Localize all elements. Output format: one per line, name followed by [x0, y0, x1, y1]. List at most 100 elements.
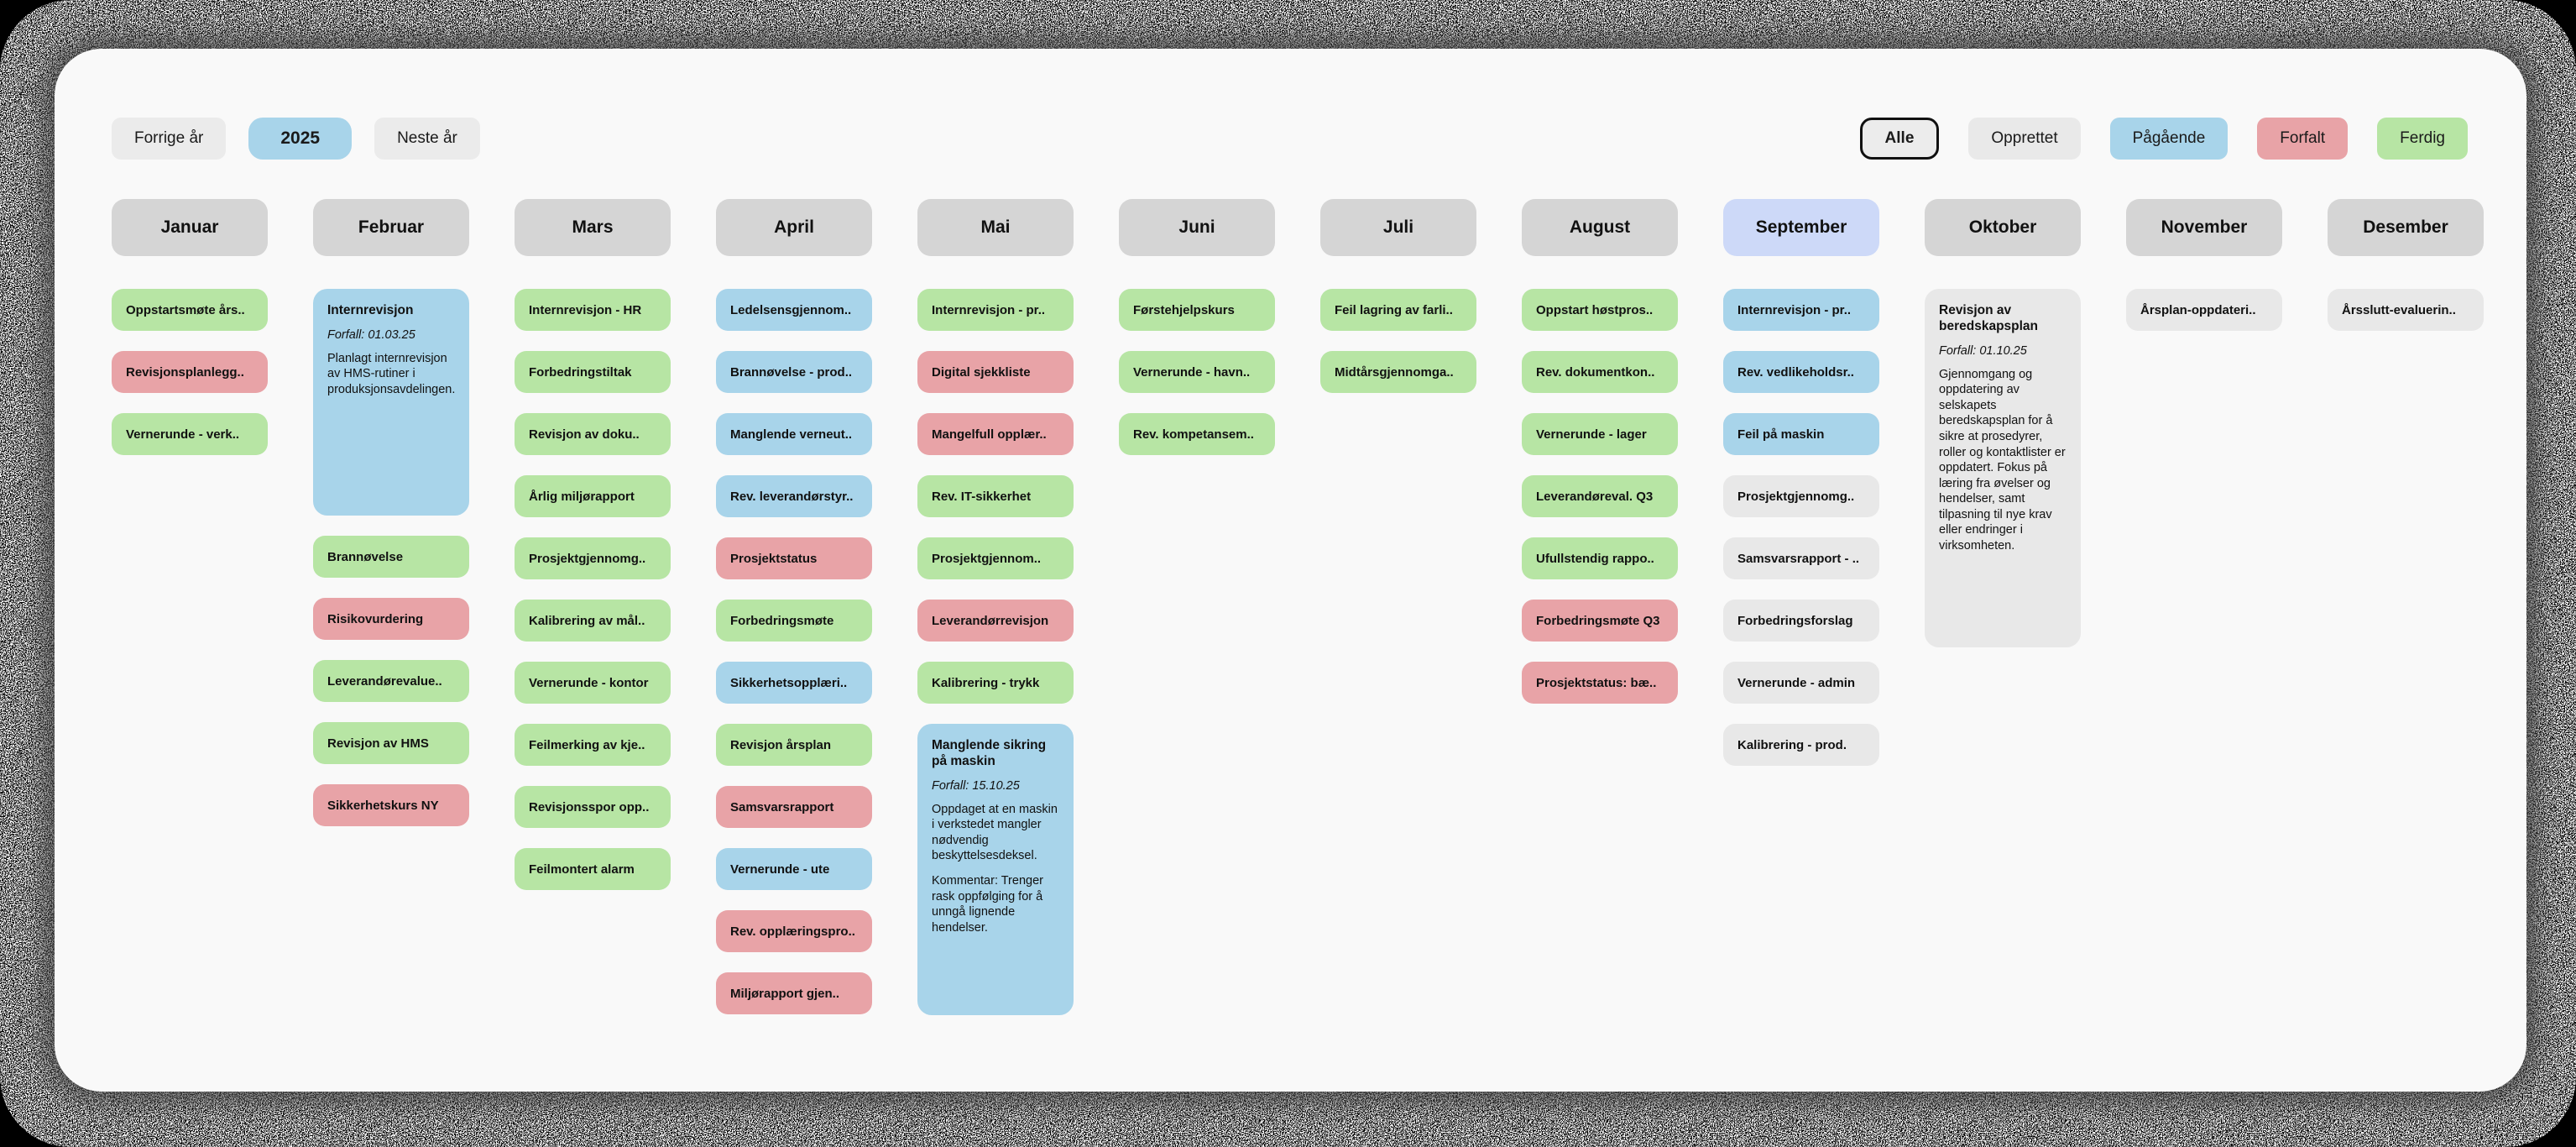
task-card[interactable]: Prosjektstatus [716, 537, 872, 579]
task-card[interactable]: Miljørapport gjen.. [716, 972, 872, 1014]
task-card[interactable]: Leverandørrevisjon [917, 600, 1074, 642]
task-card[interactable]: Sikkerhetsopplæri.. [716, 662, 872, 704]
task-card[interactable]: Rev. dokumentkon.. [1522, 351, 1678, 393]
task-card[interactable]: Årsslutt-evaluerin.. [2328, 289, 2484, 331]
task-card[interactable]: Revisjon av HMS [313, 722, 469, 764]
task-card[interactable]: Brannøvelse [313, 536, 469, 578]
month-header: Mai [917, 199, 1074, 256]
task-card[interactable]: Feil på maskin [1723, 413, 1879, 455]
task-card[interactable]: Brannøvelse - prod.. [716, 351, 872, 393]
toolbar: Forrige år 2025 Neste år Alle Opprettet På… [112, 118, 2468, 160]
month-column-juli: Juli Feil lagring av farli.. Midtårsgjenn… [1320, 199, 1476, 1015]
task-card[interactable]: Manglende verneut.. [716, 413, 872, 455]
task-description: Oppdaget at en maskin i verkstedet mangl… [932, 802, 1058, 863]
task-card[interactable]: Forbedringsmøte Q3 [1522, 600, 1678, 642]
task-card[interactable]: Kalibrering - prod. [1723, 724, 1879, 766]
task-card[interactable]: Samsvarsrapport - .. [1723, 537, 1879, 579]
month-board: Januar Oppstartsmøte års.. Revisjonsplanl… [112, 199, 2526, 1015]
month-column-desember: Desember Årsslutt-evaluerin.. [2328, 199, 2484, 1015]
task-card[interactable]: Forbedringstiltak [515, 351, 671, 393]
month-header: Januar [112, 199, 268, 256]
task-card[interactable]: Internrevisjon - HR [515, 289, 671, 331]
filter-created-button[interactable]: Opprettet [1968, 118, 2081, 160]
task-card[interactable]: Prosjektgjennomg.. [515, 537, 671, 579]
month-header: Oktober [1925, 199, 2081, 256]
task-title: Revisjon av beredskapsplan [1939, 303, 2039, 333]
task-card[interactable]: Oppstart høstpros.. [1522, 289, 1678, 331]
filter-done-button[interactable]: Ferdig [2377, 118, 2468, 160]
year-board-panel: Forrige år 2025 Neste år Alle Opprettet På… [55, 49, 2526, 1092]
month-card-list: Internrevisjon - pr.. Rev. vedlikeholdsr.… [1723, 289, 1879, 766]
task-card[interactable]: Midtårsgjennomga.. [1320, 351, 1476, 393]
task-card[interactable]: Vernerunde - verk.. [112, 413, 268, 455]
task-card[interactable]: Digital sjekkliste [917, 351, 1074, 393]
task-card[interactable]: Forbedringsforslag [1723, 600, 1879, 642]
task-card[interactable]: Førstehjelpskurs [1119, 289, 1275, 331]
task-card[interactable]: Prosjektgjennomg.. [1723, 475, 1879, 517]
task-card[interactable]: Feilmerking av kje.. [515, 724, 671, 766]
month-header: Juni [1119, 199, 1275, 256]
month-column-september: September Internrevisjon - pr..Rev. vedl… [1723, 199, 1879, 1015]
task-card[interactable]: Vernerunde - havn.. [1119, 351, 1275, 393]
task-card[interactable]: Risikovurdering [313, 598, 469, 640]
month-header: August [1522, 199, 1678, 256]
task-card[interactable]: Feilmontert alarm [515, 848, 671, 890]
previous-year-button[interactable]: Forrige år [112, 118, 227, 160]
task-card[interactable]: Prosjektstatus: bæ.. [1522, 662, 1678, 704]
month-column-mars: Mars Internrevisjon - HR Forbedringstilta… [515, 199, 671, 1015]
task-card[interactable]: Rev. opplæringspro.. [716, 910, 872, 952]
task-card[interactable]: Sikkerhetskurs NY [313, 784, 469, 826]
task-title: Internrevisjon [327, 303, 414, 317]
task-card[interactable]: Leverandørevalue.. [313, 660, 469, 702]
task-description: Kommentar: Trenger rask oppfølging for å… [932, 874, 1043, 935]
task-card[interactable]: Forbedringsmøte [716, 600, 872, 642]
task-card[interactable]: Prosjektgjennom.. [917, 537, 1074, 579]
month-card-list: Årsslutt-evaluerin.. [2328, 289, 2484, 331]
task-card[interactable]: Rev. kompetansem.. [1119, 413, 1275, 455]
task-card[interactable]: Mangelfull opplær.. [917, 413, 1074, 455]
filter-inprogress-button[interactable]: Pågående [2109, 118, 2229, 160]
task-card[interactable]: Oppstartsmøte års.. [112, 289, 268, 331]
task-card[interactable]: Revisjonsspor opp.. [515, 786, 671, 828]
task-title: Manglende sikring på maskin [932, 738, 1047, 768]
filter-overdue-button[interactable]: Forfalt [2257, 118, 2349, 160]
task-card[interactable]: Rev. vedlikeholdsr.. [1723, 351, 1879, 393]
task-card[interactable]: Internrevisjon - pr.. [917, 289, 1074, 331]
task-card[interactable]: Samsvarsrapport [716, 786, 872, 828]
task-card[interactable]: Kalibrering av mål.. [515, 600, 671, 642]
current-year-button[interactable]: 2025 [248, 118, 353, 160]
task-card[interactable]: Vernerunde - ute [716, 848, 872, 890]
task-card[interactable]: Vernerunde - lager [1522, 413, 1678, 455]
task-card[interactable]: Revisjonsplanlegg.. [112, 351, 268, 393]
task-card[interactable]: Revisjon av doku.. [515, 413, 671, 455]
filter-all-button[interactable]: Alle [1859, 118, 1940, 160]
task-card[interactable]: Rev. IT-sikkerhet [917, 475, 1074, 517]
task-card[interactable]: Leverandøreval. Q3 [1522, 475, 1678, 517]
month-header: Mars [515, 199, 671, 256]
month-card-list: Oppstart høstpros.. Rev. dokumentkon.. Ver… [1522, 289, 1678, 704]
task-card[interactable]: Rev. leverandørstyr.. [716, 475, 872, 517]
task-card[interactable]: Ledelsensgjennom.. [716, 289, 872, 331]
task-card[interactable]: Feil lagring av farli.. [1320, 289, 1476, 331]
month-header: Juli [1320, 199, 1476, 256]
month-header: April [716, 199, 872, 256]
task-card[interactable]: Vernerunde - admin [1723, 662, 1879, 704]
task-card[interactable]: Vernerunde - kontor [515, 662, 671, 704]
task-card[interactable]: Internrevisjon - pr.. [1723, 289, 1879, 331]
task-card[interactable]: Årlig miljørapport [515, 475, 671, 517]
task-card[interactable]: Ufullstendig rappo.. [1522, 537, 1678, 579]
task-card[interactable]: Kalibrering - trykk [917, 662, 1074, 704]
task-card[interactable]: Revisjon årsplan [716, 724, 872, 766]
month-card-list: Årsplan-oppdateri.. [2126, 289, 2282, 331]
next-year-button[interactable]: Neste år [374, 118, 480, 160]
task-card[interactable]: Årsplan-oppdateri.. [2126, 289, 2282, 331]
